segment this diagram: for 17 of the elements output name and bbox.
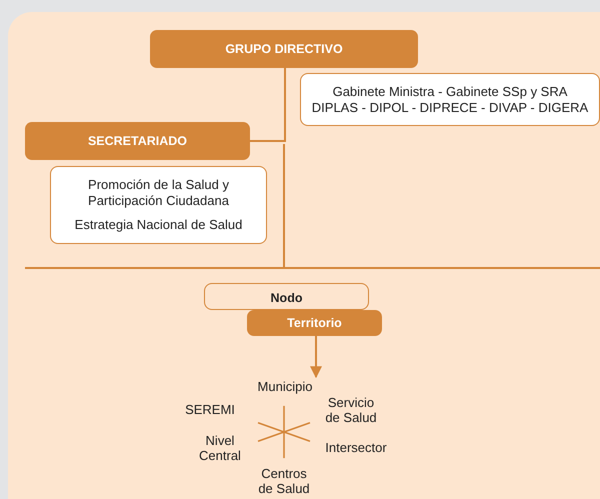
header-box: Territorio	[247, 310, 382, 336]
actor-label: Centros de Salud	[257, 466, 311, 496]
node-label: Municipio	[245, 379, 325, 397]
box-text: DIPLAS - DIPOL - DIPRECE - DIVAP - DIGERA	[312, 100, 588, 116]
info-card	[300, 73, 600, 126]
info-card	[50, 166, 267, 244]
header-box: SECRETARIADO	[25, 122, 250, 160]
actor-label: Servicio de Salud	[324, 395, 378, 425]
box-text: Promoción de la Salud y Participación Ciudadana	[87, 177, 230, 209]
actor-label: Nivel Central	[198, 433, 242, 463]
header-box: GRUPO DIRECTIVO	[150, 30, 418, 68]
box-text: Gabinete Ministra - Gabinete SSp y SRA	[332, 84, 568, 100]
connector-line	[250, 68, 286, 142]
actor-label: SEREMI	[184, 402, 236, 417]
arrow	[310, 336, 322, 378]
actor-label: Intersector	[324, 440, 388, 455]
box-text: Estrategia Nacional de Salud	[74, 217, 242, 233]
